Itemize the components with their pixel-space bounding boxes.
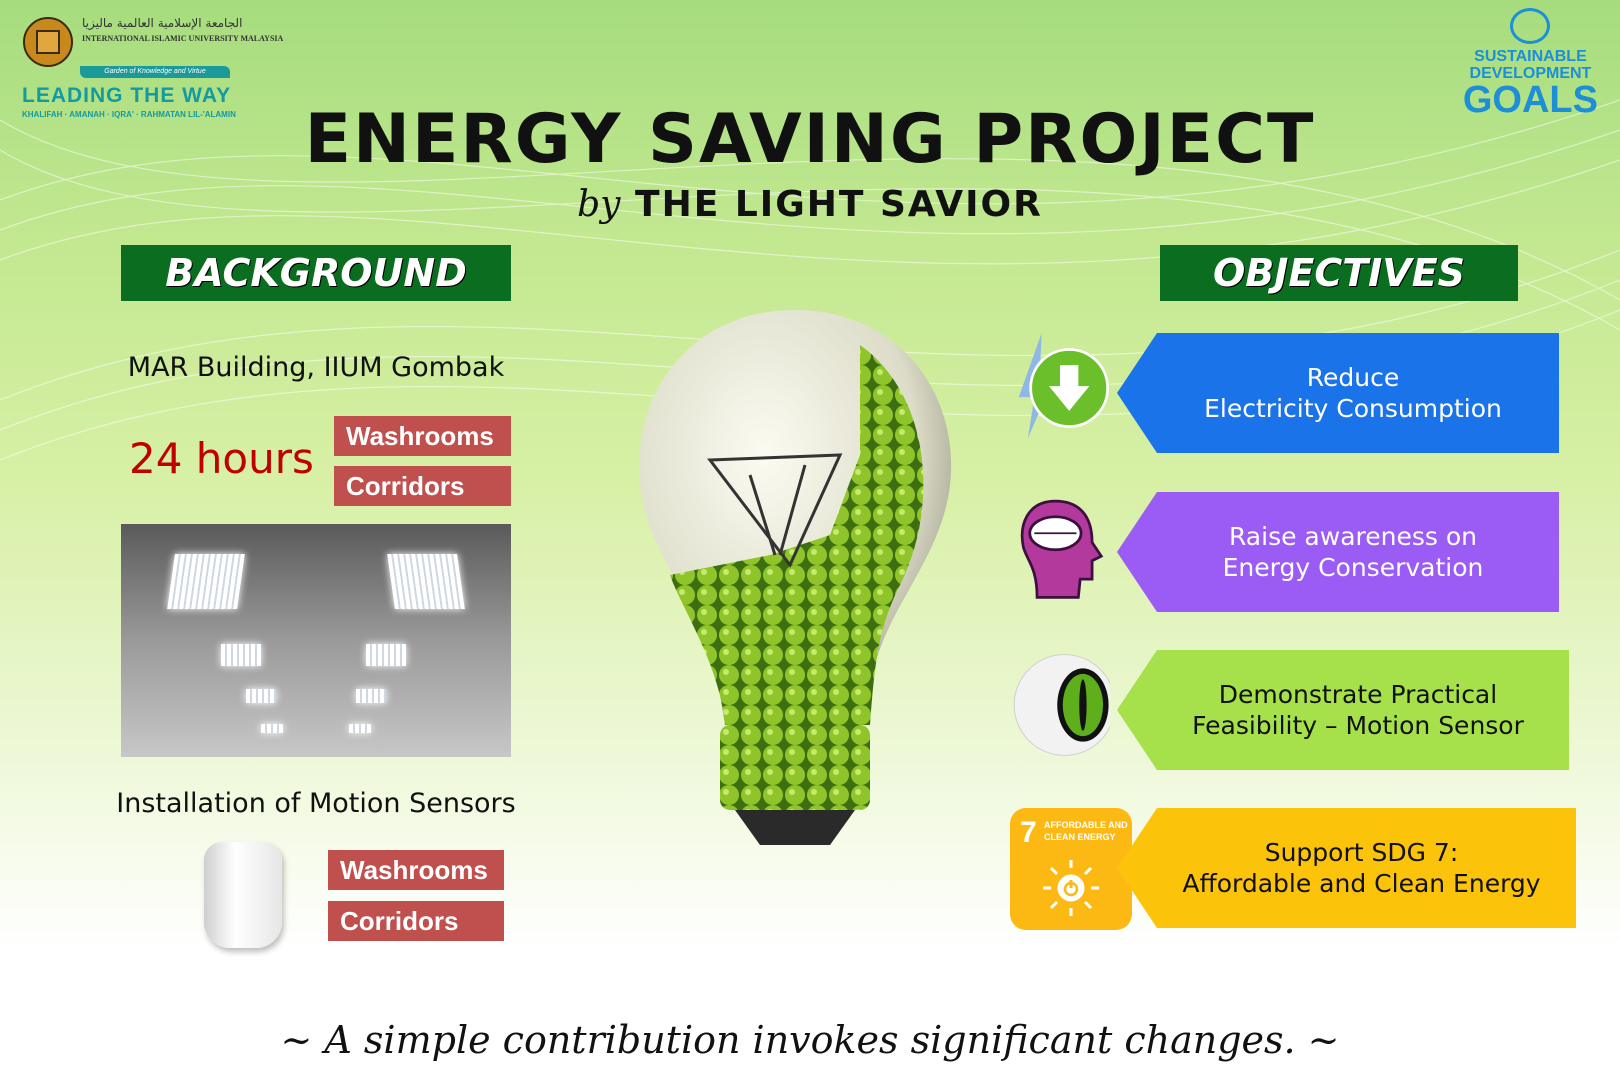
sdg-line2: DEVELOPMENT <box>1469 65 1592 82</box>
hours: 24 hours <box>129 434 314 483</box>
subtitle-by: by <box>577 184 621 225</box>
iium-logo <box>20 14 80 74</box>
sun-power-icon <box>1043 860 1099 916</box>
objective-line1: Support SDG 7: <box>1264 838 1459 867</box>
brain-leaf-head-icon <box>1020 499 1104 599</box>
objective-line1: Reduce <box>1306 363 1400 392</box>
sdg7-icon: 7 AFFORDABLE AND CLEAN ENERGY <box>1010 808 1132 930</box>
objective-line2: Affordable and Clean Energy <box>1182 869 1541 898</box>
iium-name: INTERNATIONAL ISLAMIC UNIVERSITY MALAYSI… <box>82 34 284 43</box>
motion-sensor-image <box>204 842 282 948</box>
sdg7-label1: AFFORDABLE AND <box>1044 820 1128 830</box>
objective-line2: Electricity Consumption <box>1204 394 1502 423</box>
objective-line1: Raise awareness on <box>1228 522 1477 551</box>
leading-the-way: LEADING THE WAY <box>22 84 232 107</box>
down-arrow-lightning-icon <box>1018 333 1110 439</box>
location: MAR Building, IIUM Gombak <box>127 352 505 383</box>
objectives-heading: OBJECTIVES <box>1160 245 1518 301</box>
background-heading: BACKGROUND <box>121 245 511 301</box>
iium-emblem-icon <box>23 17 73 67</box>
iium-arabic: الجامعة الإسلامية العالمية ماليزيا <box>82 16 243 30</box>
tagline: ~ A simple contribution invokes signific… <box>280 1018 1340 1062</box>
sdg7-label2: CLEAN ENERGY <box>1044 832 1116 842</box>
motion-sensor-eye-icon <box>1013 654 1110 756</box>
objective-line1: Demonstrate Practical <box>1218 680 1498 709</box>
objective-box: Support SDG 7:Affordable and Clean Energ… <box>1117 808 1576 928</box>
sensor-area-tag: Washrooms <box>328 850 504 890</box>
installation-label: Installation of Motion Sensors <box>116 788 516 819</box>
ceiling-lights-photo <box>121 524 511 757</box>
objective-line2: Energy Conservation <box>1222 553 1484 582</box>
team-name: THE LIGHT SAVIOR <box>635 184 1043 225</box>
iium-motto: KHALIFAH · AMANAH · IQRA' · RAHMATAN LIL… <box>22 110 236 119</box>
iium-garden: Garden of Knowledge and Virtue <box>80 66 230 78</box>
un-emblem-icon <box>1510 8 1551 44</box>
area-tag: Washrooms <box>334 416 511 456</box>
sdg-goals: GOALS <box>1462 79 1598 121</box>
page-title: ENERGY SAVING PROJECT <box>304 100 1316 179</box>
subtitle: by THE LIGHT SAVIOR <box>270 184 1350 225</box>
sdg-logo: SUSTAINABLE DEVELOPMENT GOALS <box>1462 8 1598 121</box>
sdg7-number: 7 <box>1020 816 1037 849</box>
area-tag: Corridors <box>334 466 511 506</box>
lightbulb-apples-image <box>638 310 952 845</box>
sensor-area-tag: Corridors <box>328 901 504 941</box>
sdg-line1: SUSTAINABLE <box>1474 48 1587 65</box>
objective-line2: Feasibility – Motion Sensor <box>1192 711 1524 740</box>
